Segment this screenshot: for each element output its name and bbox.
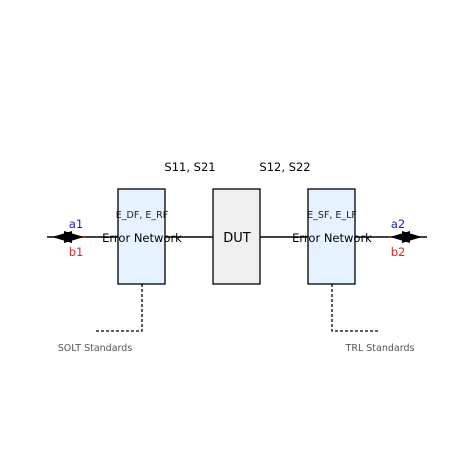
right-error-network-box [307,188,356,285]
left-incident-arrowhead [64,231,84,243]
left-box-params: E_DF, E_RF [116,210,168,221]
solt-standards-label: SOLT Standards [58,343,133,354]
port-a1-label: a1 [69,217,83,231]
left-standards-connector [95,284,143,332]
dut-label: DUT [223,231,251,246]
port-b2-label: b2 [391,245,406,259]
trl-standards-label: TRL Standards [345,343,415,354]
left-box-label: Error Network [102,231,182,245]
right-box-params: E_SF, E_LF [307,210,357,221]
right-sparams-label: S12, S22 [259,160,310,174]
right-box-label: Error Network [292,231,372,245]
left-port-arrows [52,231,85,243]
port-b1-label: b1 [69,245,84,259]
left-sparams-label: S11, S21 [164,160,215,174]
right-incident-arrowhead [390,231,410,243]
left-error-network-box [117,188,166,285]
right-port-arrows [389,231,422,243]
port-a2-label: a2 [391,217,405,231]
dut-box [212,188,261,285]
right-standards-connector [331,284,379,332]
